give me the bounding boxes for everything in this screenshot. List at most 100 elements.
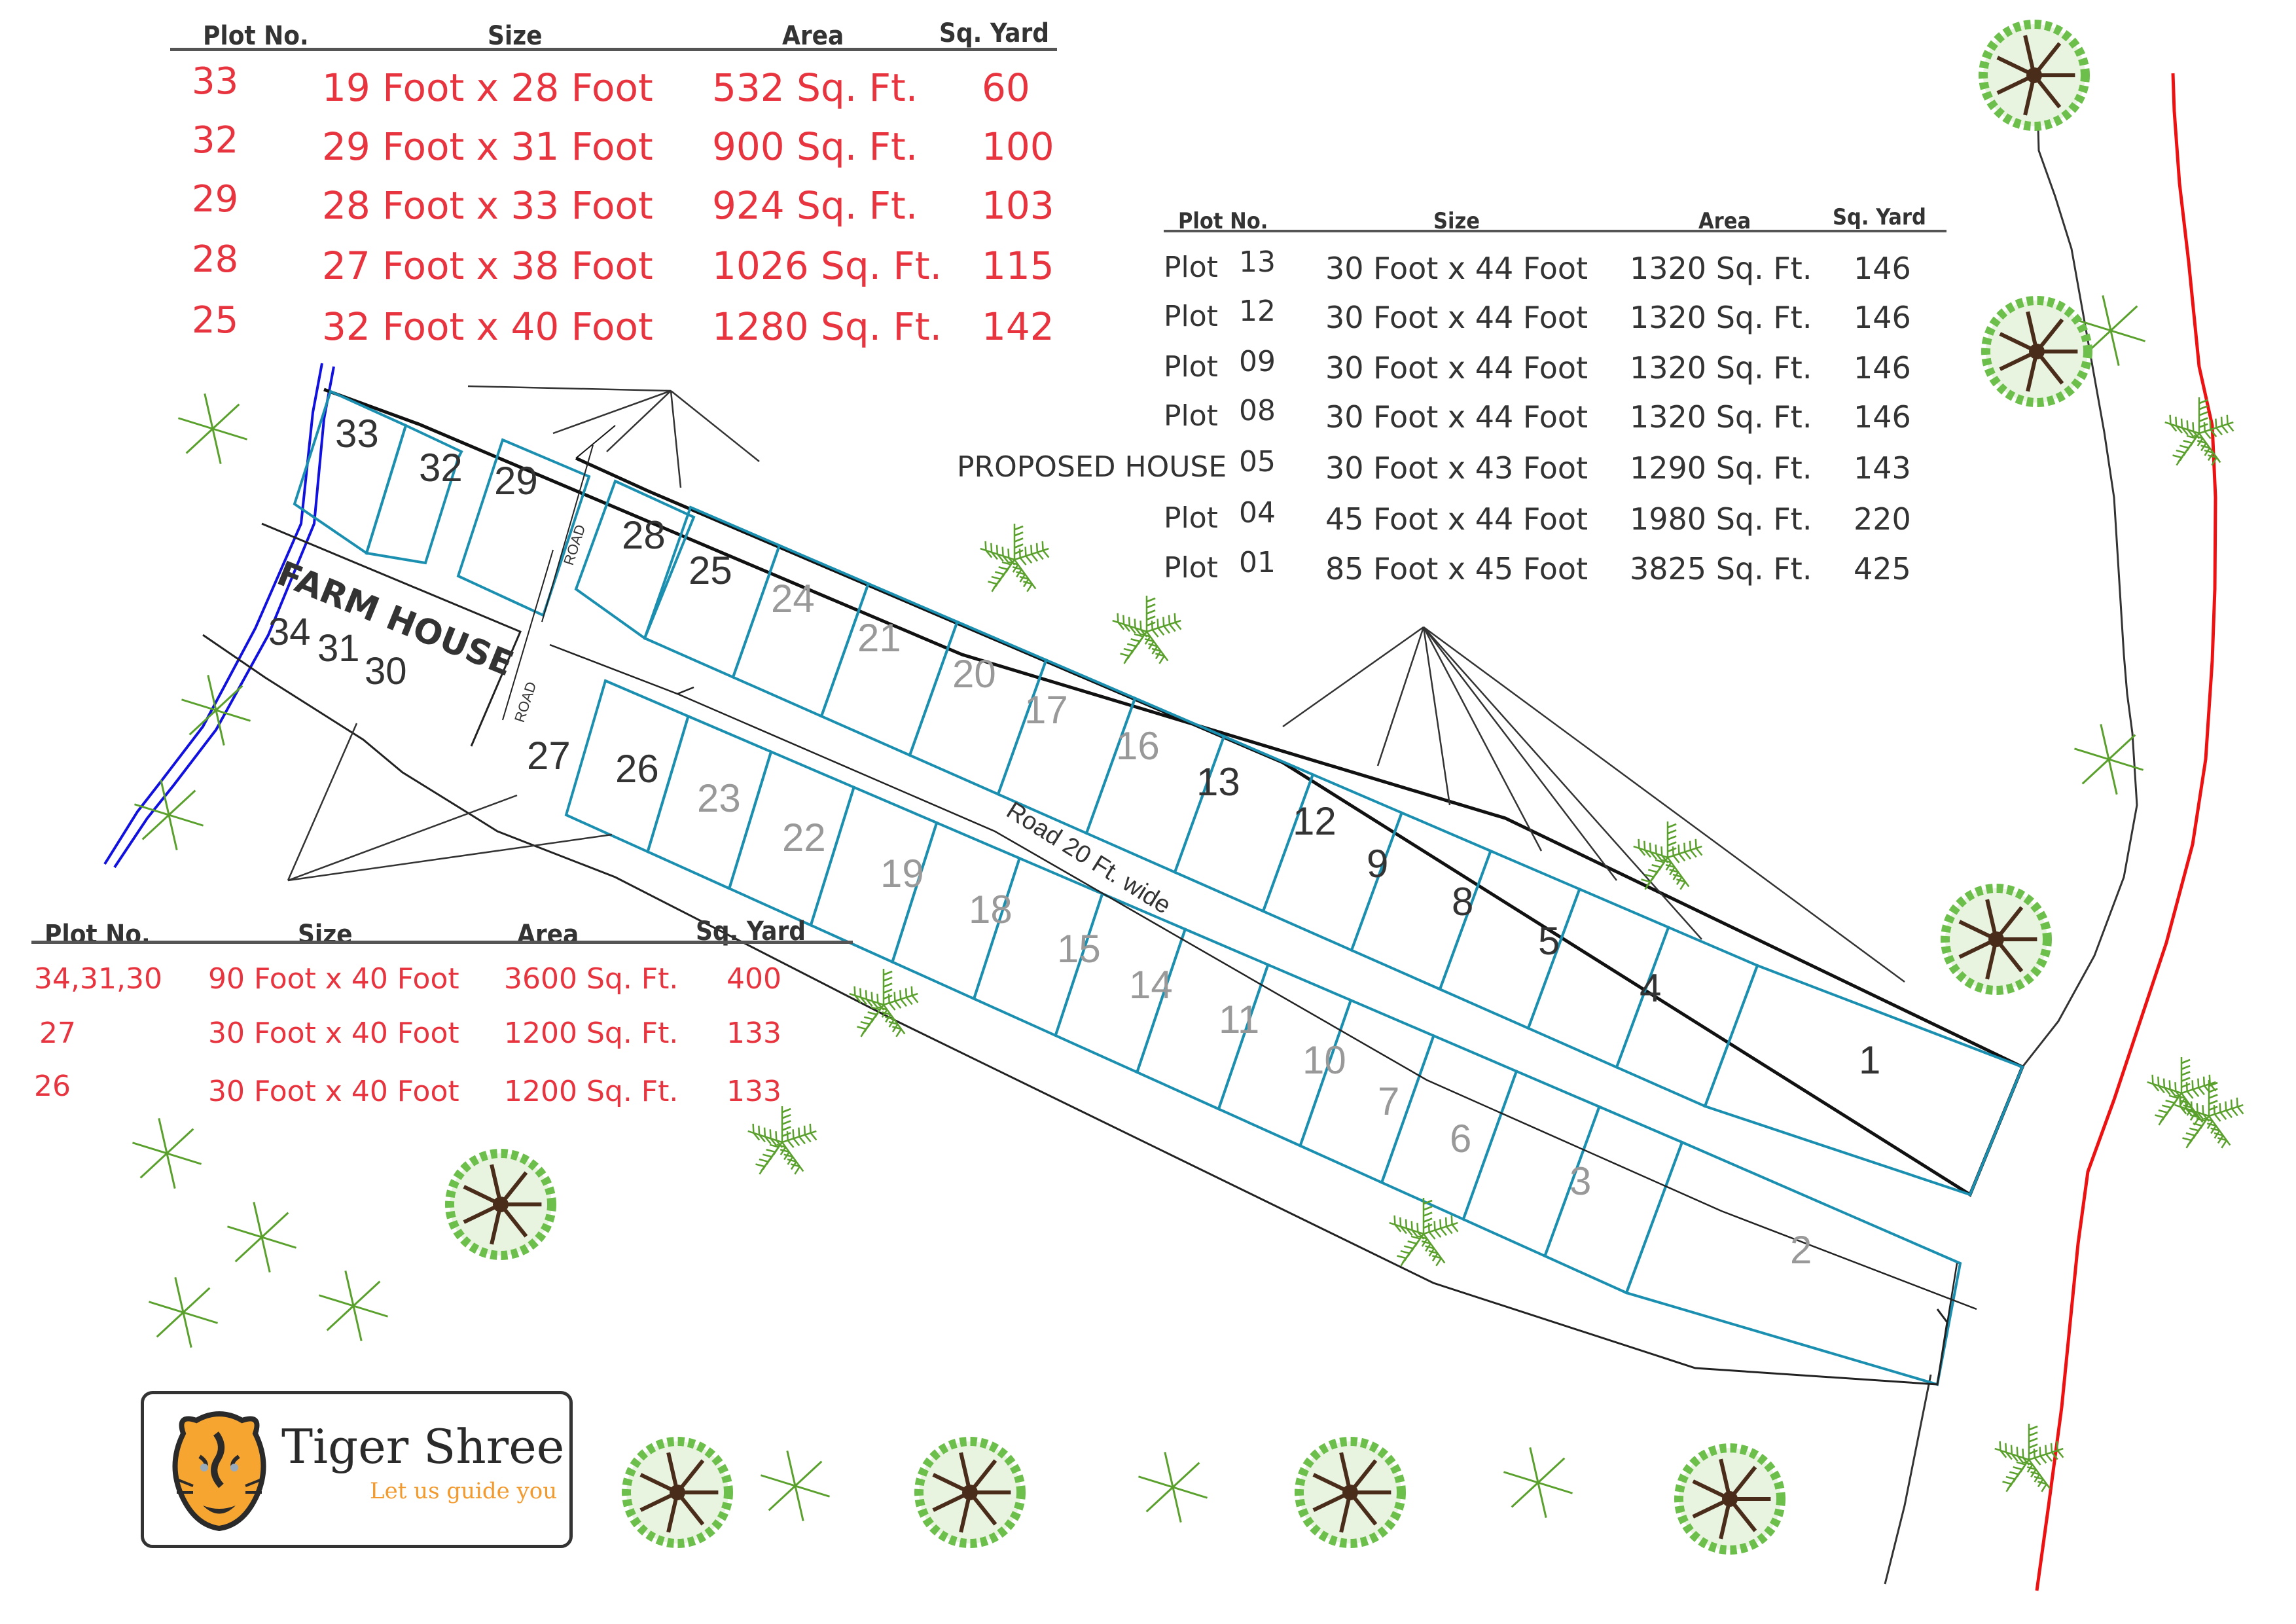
row-plot-no: 13 bbox=[1239, 245, 1276, 279]
row-size: 30 Foot x 44 Foot bbox=[1325, 300, 1588, 335]
header-sq-yard: Sq. Yard bbox=[1833, 204, 1926, 230]
row-plot-no: 09 bbox=[1239, 345, 1276, 378]
row-sq-yard: 146 bbox=[1854, 300, 1911, 335]
plot-28-cell[interactable] bbox=[574, 479, 696, 641]
header-plot-no: Plot No. bbox=[203, 21, 309, 51]
snowflake-tree-icon bbox=[134, 780, 204, 850]
snowflake-tree-icon bbox=[1138, 1452, 1208, 1523]
plot-label-30: 30 bbox=[365, 650, 407, 693]
header-area: Area bbox=[782, 21, 844, 51]
oak-tree-icon bbox=[622, 1437, 733, 1548]
row-plot-no: 25 bbox=[192, 299, 239, 342]
snowflake-tree-icon bbox=[149, 1277, 218, 1348]
header-plot-no: Plot No. bbox=[45, 920, 151, 950]
plot-label-21: 21 bbox=[857, 616, 901, 660]
logo-title: Tiger Shree bbox=[281, 1419, 565, 1474]
plot-label-24: 24 bbox=[771, 577, 815, 621]
header-rule bbox=[1164, 230, 1946, 232]
header-size: Size bbox=[488, 21, 543, 51]
plot-label-1: 1 bbox=[1859, 1038, 1880, 1082]
fern-tree-icon bbox=[2174, 1080, 2244, 1149]
plot-label-27: 27 bbox=[527, 734, 571, 778]
row-sq-yard: 146 bbox=[1854, 350, 1911, 386]
plot-label-2: 2 bbox=[1790, 1228, 1812, 1272]
row-plot-no: 26 bbox=[34, 1070, 71, 1103]
row-plot-prefix: PROPOSED HOUSE bbox=[957, 450, 1227, 484]
path-line bbox=[2021, 104, 2138, 1068]
row-size: 32 Foot x 40 Foot bbox=[322, 304, 653, 349]
plot-label-14: 14 bbox=[1129, 963, 1173, 1007]
row-sq-yard: 133 bbox=[726, 1075, 781, 1108]
row-area: 1200 Sq. Ft. bbox=[504, 1075, 679, 1108]
row-plot-prefix: Plot bbox=[1164, 399, 1218, 433]
plot-24-cell[interactable] bbox=[731, 543, 870, 718]
snowflake-tree-icon bbox=[319, 1271, 388, 1341]
header-rule bbox=[170, 48, 1057, 51]
row-size: 30 Foot x 44 Foot bbox=[1325, 399, 1588, 435]
trees bbox=[132, 20, 2244, 1555]
company-logo: Tiger Shree Let us guide you bbox=[141, 1391, 573, 1548]
header-area: Area bbox=[517, 920, 579, 950]
snowflake-tree-icon bbox=[132, 1118, 202, 1189]
row-sq-yard: 60 bbox=[982, 65, 1030, 110]
row-size: 30 Foot x 44 Foot bbox=[1325, 251, 1588, 286]
fern-tree-icon bbox=[1112, 596, 1182, 664]
middle-plot-cells bbox=[564, 679, 1962, 1386]
plot-label-3: 3 bbox=[1570, 1159, 1591, 1203]
row-size: 90 Foot x 40 Foot bbox=[208, 962, 459, 996]
fern-tree-icon bbox=[2164, 397, 2234, 466]
plot-label-26: 26 bbox=[615, 747, 659, 791]
row-plot-prefix: Plot bbox=[1164, 300, 1218, 333]
row-area: 1320 Sq. Ft. bbox=[1630, 350, 1812, 386]
farm-house-block bbox=[202, 522, 1948, 1386]
row-sq-yard: 143 bbox=[1854, 450, 1911, 486]
row-plot-prefix: Plot bbox=[1164, 501, 1218, 535]
plot-label-15: 15 bbox=[1057, 927, 1101, 971]
row-size: 30 Foot x 43 Foot bbox=[1325, 450, 1588, 486]
oak-tree-icon bbox=[1979, 20, 2090, 131]
path-line-bottom bbox=[1884, 1374, 1932, 1585]
row-size: 45 Foot x 44 Foot bbox=[1325, 501, 1588, 537]
side-road-lines bbox=[502, 444, 594, 721]
oak-tree-icon bbox=[445, 1149, 556, 1260]
row-area: 1980 Sq. Ft. bbox=[1630, 501, 1812, 537]
row-plot-prefix: Plot bbox=[1164, 350, 1218, 384]
leader-lines bbox=[287, 385, 1905, 983]
snowflake-tree-icon bbox=[227, 1202, 296, 1272]
fern-tree-icon bbox=[849, 969, 919, 1038]
row-sq-yard: 142 bbox=[982, 304, 1054, 349]
snowflake-tree-icon bbox=[761, 1451, 830, 1521]
row-size: 27 Foot x 38 Foot bbox=[322, 244, 653, 288]
plot-21-cell[interactable] bbox=[819, 581, 960, 757]
row-plot-no: 27 bbox=[39, 1017, 76, 1050]
row-sq-yard: 146 bbox=[1854, 399, 1911, 435]
fern-tree-icon bbox=[1994, 1424, 2064, 1492]
snowflake-tree-icon bbox=[2076, 295, 2145, 366]
snowflake-tree-icon bbox=[2074, 724, 2144, 795]
row-plot-no: 28 bbox=[192, 238, 239, 281]
plot-label-6: 6 bbox=[1450, 1117, 1471, 1161]
row-plot-no: 04 bbox=[1239, 496, 1276, 530]
plot-1-cell[interactable] bbox=[1703, 964, 2024, 1197]
plot-label-31: 31 bbox=[317, 627, 360, 670]
row-area: 3600 Sq. Ft. bbox=[504, 962, 679, 996]
plot-label-12: 12 bbox=[1293, 799, 1336, 843]
plot-32-cell[interactable] bbox=[365, 424, 463, 565]
plot-label-8: 8 bbox=[1452, 880, 1473, 924]
plot-label-16: 16 bbox=[1116, 724, 1160, 768]
row-area: 1320 Sq. Ft. bbox=[1630, 300, 1812, 335]
upper-plot-cells bbox=[293, 389, 2024, 1197]
row-size: 29 Foot x 31 Foot bbox=[322, 124, 653, 169]
row-plot-no: 01 bbox=[1239, 546, 1276, 579]
row-plot-prefix: Plot bbox=[1164, 551, 1218, 585]
row-plot-prefix: Plot bbox=[1164, 251, 1218, 284]
tiger-face-icon bbox=[172, 1411, 266, 1532]
plot-label-22: 22 bbox=[782, 816, 826, 859]
plot-label-5: 5 bbox=[1538, 919, 1560, 963]
plot-label-28: 28 bbox=[622, 513, 666, 557]
plot-label-13: 13 bbox=[1196, 760, 1240, 804]
river-boundary bbox=[2035, 73, 2217, 1591]
row-area: 1026 Sq. Ft. bbox=[712, 244, 942, 288]
row-sq-yard: 146 bbox=[1854, 251, 1911, 286]
row-area: 900 Sq. Ft. bbox=[712, 124, 918, 169]
